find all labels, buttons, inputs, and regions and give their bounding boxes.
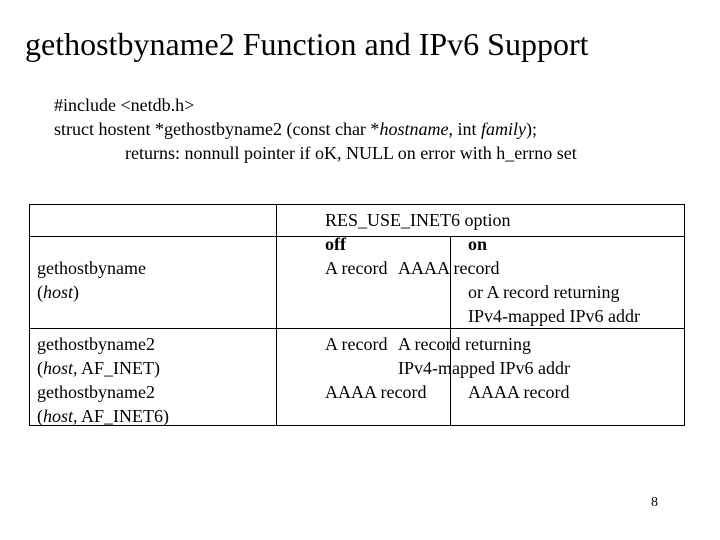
row3-function: gethostbyname2	[37, 382, 155, 402]
signature-middle: , int	[448, 119, 481, 139]
row2-on-line2: IPv4-mapped IPv6 addr	[398, 358, 570, 378]
slide-title: gethostbyname2 Function and IPv6 Support	[25, 26, 589, 62]
options-table	[29, 204, 685, 426]
row3-args-rest: , AF_INET6)	[73, 406, 170, 426]
row1-on-line1: AAAA record	[398, 258, 500, 278]
row3-off-value: AAAA record	[325, 382, 427, 402]
col-off-header: off	[325, 234, 346, 254]
row3-arg-host: host	[43, 406, 74, 426]
row2-off-value: A record	[325, 334, 388, 354]
col-on-header: on	[468, 234, 488, 254]
row1-off-value: A record	[325, 258, 388, 278]
row2-arg-host: host	[43, 358, 74, 378]
table-border-right	[684, 204, 685, 426]
row2-on-line1: A record returning	[398, 334, 531, 354]
signature-param-hostname: hostname	[379, 119, 449, 139]
signature-prefix: struct hostent *gethostbyname2 (const ch…	[54, 119, 380, 139]
table-col-divider	[276, 204, 277, 426]
row1-args: (host)	[37, 282, 80, 302]
function-signature: struct hostent *gethostbyname2 (const ch…	[54, 117, 537, 141]
row3-on-line1: AAAA record	[468, 382, 570, 402]
row1-arg-host: host	[43, 282, 74, 302]
table-row-divider	[29, 328, 685, 329]
option-header: RES_USE_INET6 option	[325, 210, 511, 230]
table-row-divider	[29, 236, 685, 237]
include-line: #include <netdb.h>	[54, 95, 195, 115]
row2-args-rest: , AF_INET)	[73, 358, 161, 378]
table-subcol-divider	[450, 236, 451, 426]
returns-line: returns: nonnull pointer if oK, NULL on …	[125, 143, 577, 163]
row2-args: (host, AF_INET)	[37, 358, 161, 378]
page-number: 8	[651, 495, 658, 510]
signature-param-family: family	[480, 119, 526, 139]
row2-function: gethostbyname2	[37, 334, 155, 354]
row1-on-line2: or A record returning	[468, 282, 620, 302]
table-border-top	[29, 204, 685, 205]
signature-suffix: );	[525, 119, 537, 139]
row1-function: gethostbyname	[37, 258, 146, 278]
row1-on-line3: IPv4-mapped IPv6 addr	[468, 306, 640, 326]
table-border-bottom	[29, 425, 685, 426]
row3-args: (host, AF_INET6)	[37, 406, 170, 426]
table-border-left	[29, 204, 30, 426]
